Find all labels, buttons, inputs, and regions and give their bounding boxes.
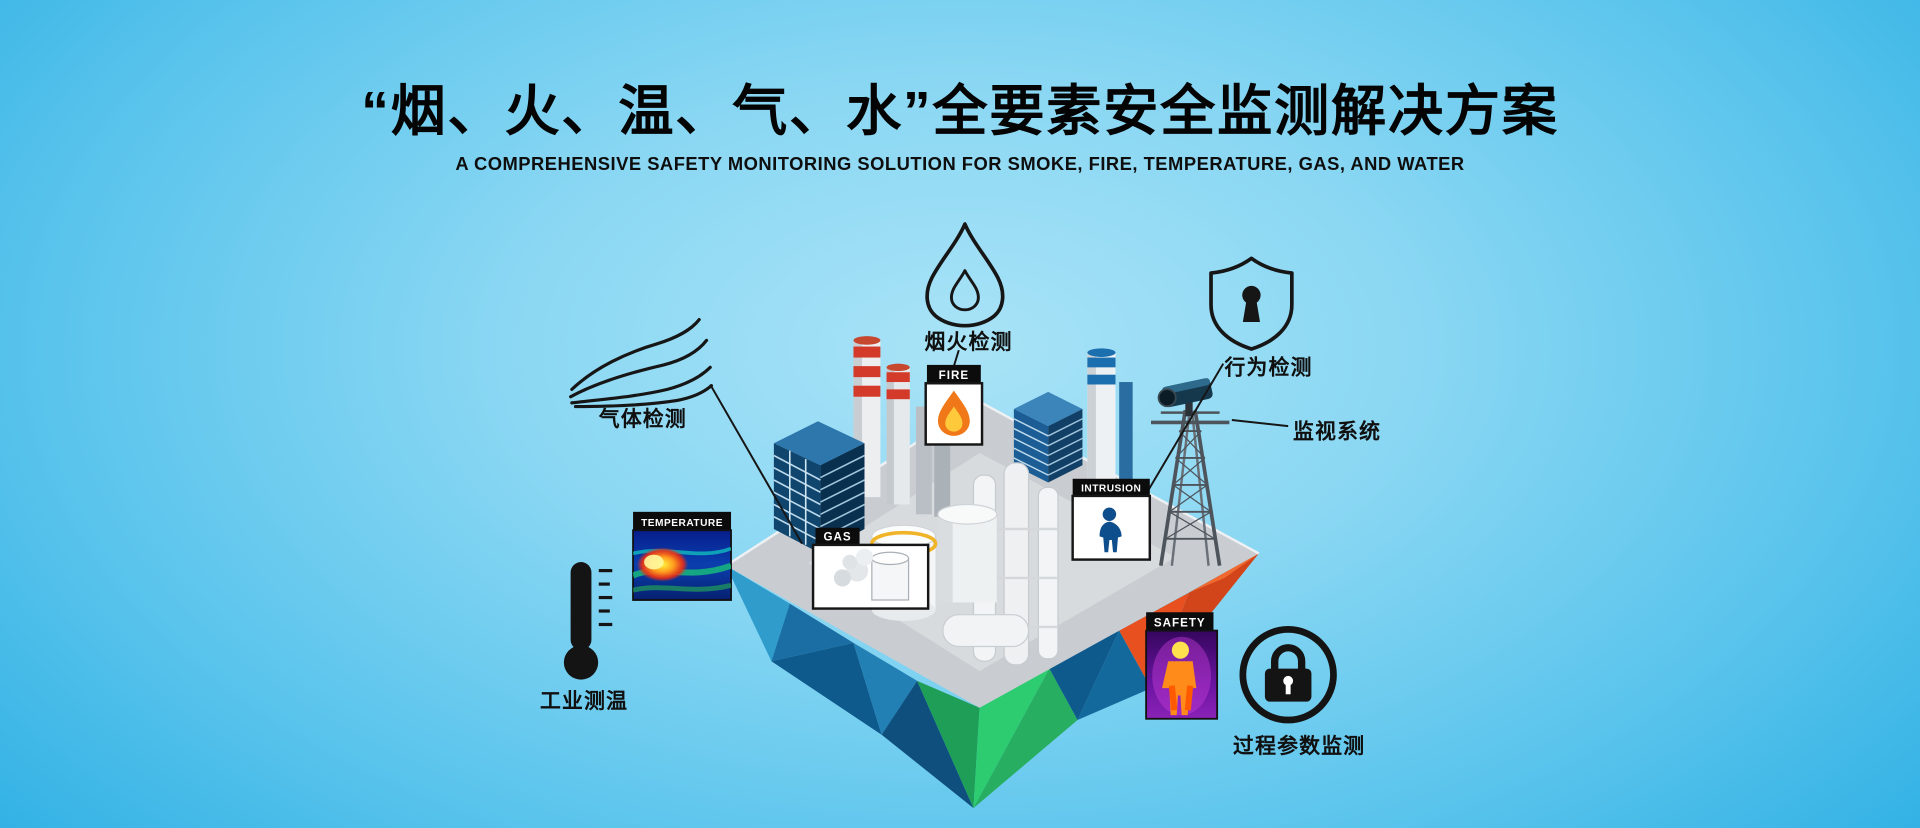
callout-lines xyxy=(709,349,1289,545)
page-title: “烟、火、温、气、水”全要素安全监测解决方案 xyxy=(361,79,1559,143)
gas-detection-label: 气体检测 xyxy=(598,407,687,432)
smoke-puff xyxy=(842,554,858,570)
gas-tag-label: GAS xyxy=(823,531,851,544)
intrusion-tag-label: INTRUSION xyxy=(1081,484,1141,495)
surveillance-connector-line xyxy=(1231,419,1289,428)
smoke-fire-detection-label: 烟火检测 xyxy=(924,330,1013,354)
office-building xyxy=(773,421,865,554)
fire-tag-label: FIRE xyxy=(939,369,969,382)
lock-circle-icon xyxy=(1239,626,1337,724)
surveillance-camera-icon xyxy=(1157,378,1213,417)
safety-tag-label: SAFETY xyxy=(1154,616,1206,629)
flame-core-icon xyxy=(945,406,963,432)
smoke-waves-icon xyxy=(569,318,714,409)
island-facet xyxy=(1049,630,1120,721)
gas-tag: GAS xyxy=(811,527,930,610)
safety-tag: SAFETY xyxy=(1145,612,1219,720)
island-facet xyxy=(1077,630,1152,721)
island-facet xyxy=(726,565,790,662)
process-parameter-label: 过程参数监测 xyxy=(1233,734,1366,758)
blue-chimney xyxy=(1087,348,1133,481)
temperature-tag: TEMPERATURE xyxy=(632,511,732,601)
industrial-temperature-label: 工业测温 xyxy=(540,689,629,713)
behavior-detection-label: 行为检测 xyxy=(1224,356,1313,380)
thermal-person-image xyxy=(1152,636,1212,716)
gas-connector-line xyxy=(709,384,803,545)
shield-keyhole-icon xyxy=(1209,256,1294,351)
smoke-puff xyxy=(833,569,852,587)
person-icon xyxy=(1102,507,1117,522)
fire-connector-line xyxy=(952,349,960,367)
flame-outline-icon xyxy=(925,222,1005,328)
person-icon xyxy=(1099,521,1122,553)
thermal-image xyxy=(633,546,732,593)
island-facet xyxy=(771,642,882,735)
intrusion-tag: INTRUSION xyxy=(1071,478,1152,561)
smoke-puff xyxy=(855,548,874,566)
island-facet xyxy=(917,680,980,809)
island-facet xyxy=(771,603,854,662)
fire-tag: FIRE xyxy=(924,364,984,446)
page-subtitle: A COMPREHENSIVE SAFETY MONITORING SOLUTI… xyxy=(455,154,1465,176)
temperature-tag-label: TEMPERATURE xyxy=(641,518,723,529)
island-facet xyxy=(881,680,974,809)
behavior-connector-line xyxy=(1147,363,1225,491)
thermometer-icon xyxy=(563,562,613,680)
surveillance-system-label: 监视系统 xyxy=(1293,420,1382,444)
island-facet xyxy=(853,642,918,735)
island-facet xyxy=(973,668,1078,809)
